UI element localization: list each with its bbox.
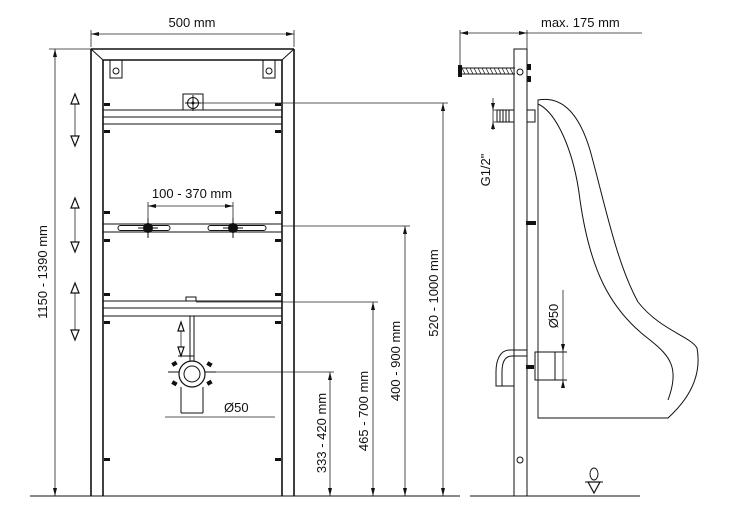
frame-outline: [90, 48, 295, 496]
drain-height-dimension: [328, 372, 332, 496]
tap-height-label: 400 - 900 mm: [388, 321, 403, 401]
drain-height-label: 333 - 420 mm: [314, 393, 329, 473]
thread-size-label: G1/2": [478, 153, 493, 186]
adjustment-arrow-icon: [70, 92, 80, 342]
tap-spacing-label: 100 - 370 mm: [152, 186, 232, 201]
threaded-rod-icon: [458, 65, 515, 77]
inlet-fitting-icon: [491, 98, 536, 130]
outlet-pipe-icon: [495, 349, 567, 387]
inlet-height-dimension: [441, 103, 445, 496]
depth-label: max. 175 mm: [541, 15, 620, 30]
width-dimension: [90, 30, 295, 47]
outlet-diameter-dimension: [561, 290, 565, 388]
bolt-markers: [104, 103, 281, 461]
front-view: 500 mm 1150 - 1390 mm 100 - 370 mm Ø50: [30, 15, 460, 497]
floor-level-icon: [585, 467, 603, 495]
mounting-bracket-right: [262, 59, 276, 79]
upper-crossbar: [102, 93, 283, 125]
water-inlet-icon: [191, 101, 195, 105]
outlet-diameter-label: Ø50: [546, 304, 561, 329]
depth-dimension: [459, 30, 642, 66]
crossbar-height-dimension: [371, 302, 375, 496]
middle-crossbar: [102, 223, 283, 233]
overall-height-dimension: [49, 48, 91, 496]
height-extension-lines: [196, 102, 448, 373]
urinal-bowl-outline: [537, 98, 699, 419]
inlet-height-label: 520 - 1000 mm: [426, 249, 441, 336]
mounting-bracket-left: [109, 59, 123, 79]
side-view: G1/2" max. 175 mm: [458, 15, 699, 497]
width-label: 500 mm: [169, 15, 216, 30]
tap-spacing-dimension: [147, 202, 234, 222]
crossbar-height-label: 465 - 700 mm: [356, 371, 371, 451]
drain-diameter-label: Ø50: [224, 400, 249, 415]
drain-fitting-icon: [168, 316, 216, 414]
tap-height-dimension: [403, 226, 407, 496]
overall-height-label: 1150 - 1390 mm: [35, 225, 50, 319]
lower-crossbar: [102, 296, 283, 317]
side-frame-profile: [513, 48, 536, 497]
